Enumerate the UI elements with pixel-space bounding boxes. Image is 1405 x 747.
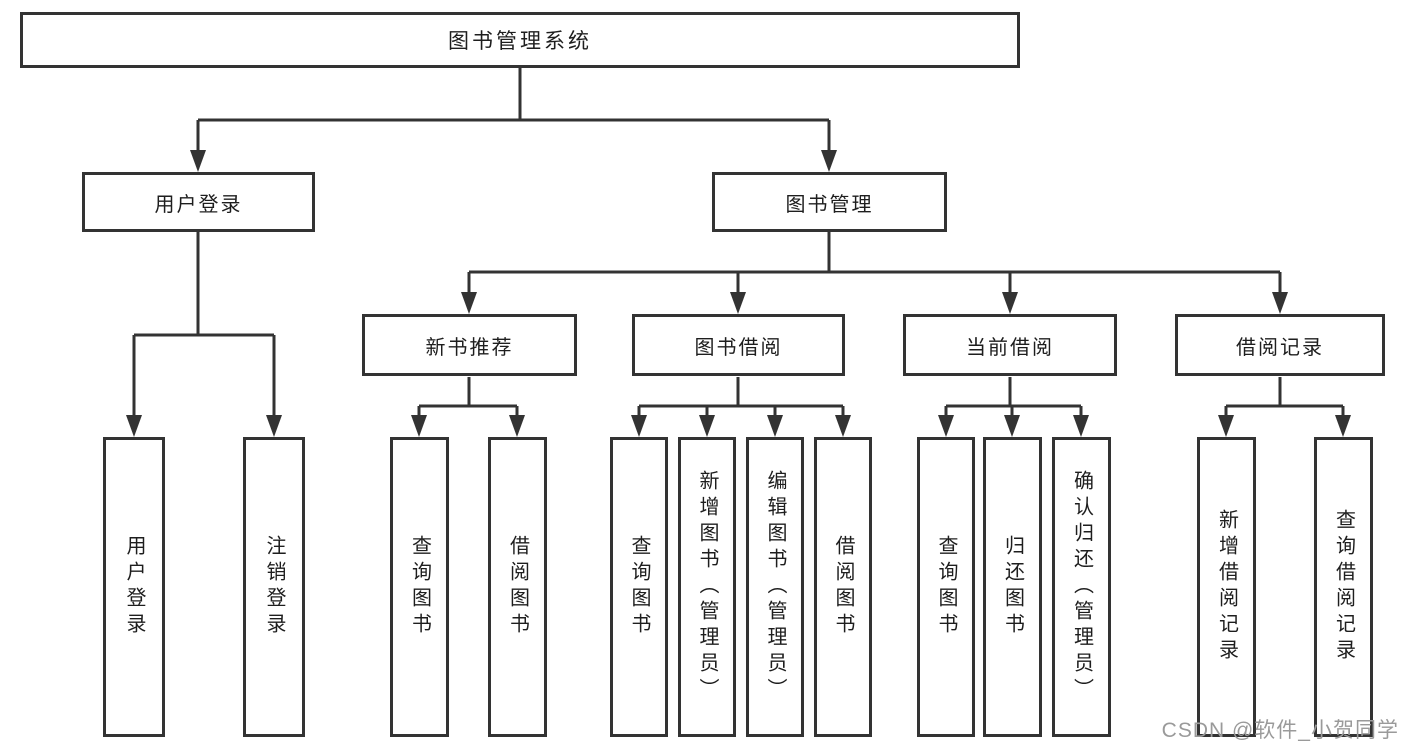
leaf-borrow-books-1: 借阅图书 (488, 437, 547, 737)
leaf-query-books-1: 查询图书 (390, 437, 449, 737)
node-label: 借阅记录 (1236, 336, 1324, 359)
node-label: 图书管理 (785, 193, 874, 216)
node-new-book-recommend: 新书推荐 (362, 314, 577, 376)
node-label: 确认归还（管理员） (1070, 470, 1093, 704)
node-label: 用户登录 (154, 193, 243, 216)
leaf-return-books: 归还图书 (983, 437, 1042, 737)
node-current-borrow: 当前借阅 (903, 314, 1117, 376)
node-label: 查询借阅记录 (1332, 509, 1355, 665)
node-label: 新增借阅记录 (1215, 509, 1238, 665)
leaf-logout: 注销登录 (243, 437, 305, 737)
node-label: 用户登录 (123, 535, 145, 639)
leaf-add-borrow-record: 新增借阅记录 (1197, 437, 1256, 737)
node-label: 注销登录 (263, 535, 285, 639)
node-label: 图书管理系统 (448, 30, 592, 53)
node-label: 查询图书 (628, 535, 650, 639)
node-label: 借阅图书 (832, 535, 854, 639)
leaf-query-books-2: 查询图书 (610, 437, 668, 737)
leaf-query-books-3: 查询图书 (917, 437, 975, 737)
leaf-borrow-books-2: 借阅图书 (814, 437, 872, 737)
node-label: 查询图书 (935, 535, 957, 639)
node-label: 新增图书（管理员） (696, 470, 718, 704)
leaf-confirm-return-admin: 确认归还（管理员） (1052, 437, 1111, 737)
node-label: 图书借阅 (694, 336, 783, 359)
leaf-user-login: 用户登录 (103, 437, 165, 737)
node-label: 归还图书 (1001, 535, 1024, 639)
node-label: 新书推荐 (425, 336, 514, 359)
csdn-watermark: CSDN @软件_小贺同学 (1161, 719, 1399, 742)
node-user-login: 用户登录 (82, 172, 315, 232)
node-book-borrow: 图书借阅 (632, 314, 845, 376)
node-borrow-records: 借阅记录 (1175, 314, 1385, 376)
node-label: 借阅图书 (506, 535, 529, 639)
node-label: 当前借阅 (966, 336, 1054, 359)
node-book-management: 图书管理 (712, 172, 947, 232)
node-library-management-system: 图书管理系统 (20, 12, 1020, 68)
leaf-query-borrow-record: 查询借阅记录 (1314, 437, 1373, 737)
leaf-add-books-admin: 新增图书（管理员） (678, 437, 736, 737)
node-label: 查询图书 (408, 535, 431, 639)
leaf-edit-books-admin: 编辑图书（管理员） (746, 437, 804, 737)
node-label: 编辑图书（管理员） (764, 470, 786, 704)
